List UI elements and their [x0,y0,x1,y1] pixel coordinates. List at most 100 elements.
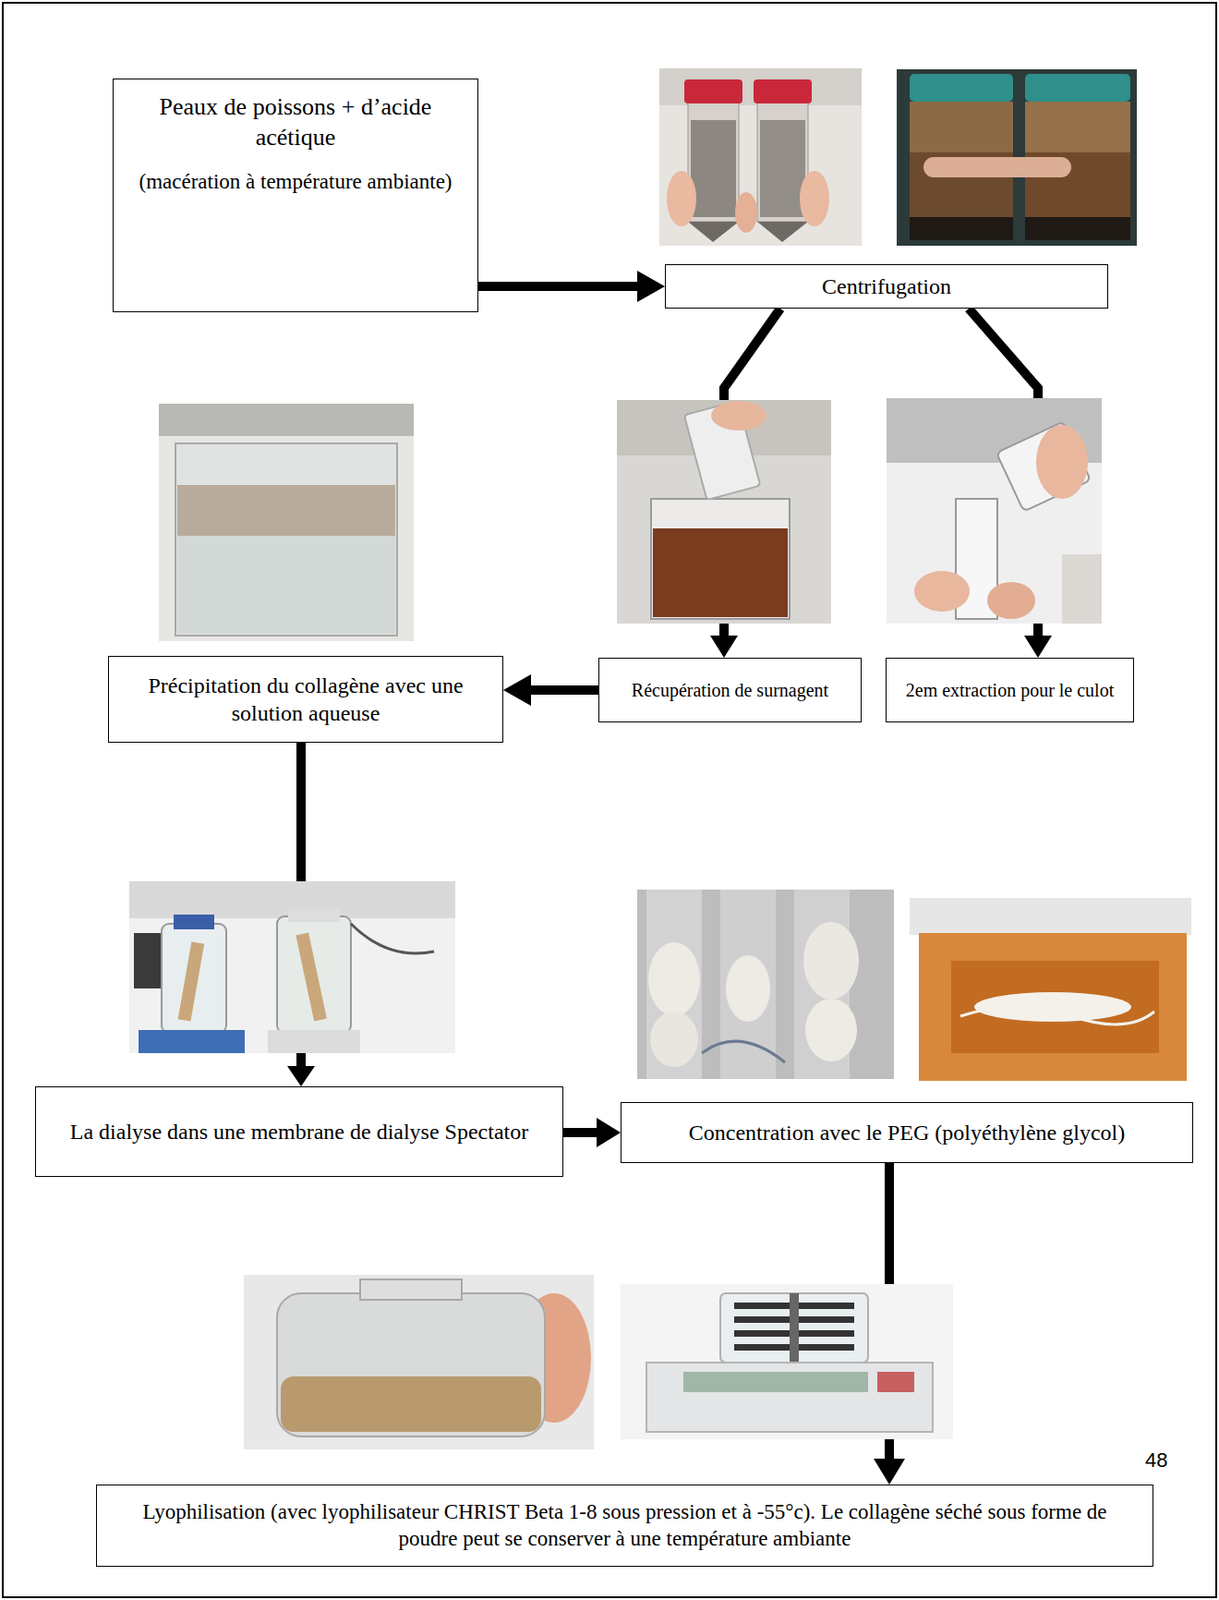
arrow-shaft [478,281,646,291]
peg-photo-part [951,960,1159,1053]
tube-photo-part [909,101,1014,153]
beaker-photo-part [651,498,790,619]
beaker-photo-part [711,400,767,431]
flow-arrow [503,674,599,706]
tube-photo-part [909,73,1014,102]
tube-photo-part [1025,217,1131,241]
arrow-head [1024,635,1052,658]
arrow-head [637,270,665,302]
beaker-photo [616,399,832,624]
concentration-photo-part [701,1040,785,1063]
dialysis-photo-part [350,923,435,954]
tube-photo-part [684,79,743,104]
tube-photo [659,68,862,246]
tube-photo-part [687,221,739,242]
powder-photo-part [243,1274,594,1449]
node-text: Concentration avec le PEG (polyéthylène … [688,1118,1126,1147]
powder-photo-part [360,1279,462,1300]
powder-photo-part [280,1375,542,1432]
arrow-head [710,635,738,658]
arrow-head [503,674,532,706]
dialysis-photo-part [277,916,351,1033]
peg-photo [909,897,1192,1084]
extraction-photo-part [1062,554,1102,624]
node-text: La dialyse dans une membrane de dialyse … [70,1117,530,1146]
node-text: Précipitation du collagène avec une solu… [120,671,492,727]
concentration-photo-part [648,941,701,1016]
tube-photo-part [659,68,862,106]
tube-photo-part [690,120,737,218]
tube-photo-part [659,68,862,246]
tube-photo-part [735,192,758,233]
concentration-photo-part [650,1011,699,1067]
freeze-dryer-photo [620,1283,954,1439]
dialysis-photo-part [288,908,340,922]
extraction-photo [886,398,1102,624]
concentration-photo-part [725,954,771,1022]
concentration-photo-part [803,921,859,1000]
dialysis-photo-part [161,923,227,1033]
process-box: 2em extraction pour le culot [885,657,1135,723]
extraction-photo-part [886,398,1102,624]
concentration-photo [637,889,894,1079]
beaker-photo-part [652,528,788,617]
freeze-dryer-photo-part [646,1362,933,1432]
peg-photo-part [909,897,1192,1084]
flow-arrow [478,270,665,302]
peg-photo-part [909,897,1192,935]
process-box: La dialyse dans une membrane de dialyse … [35,1086,564,1177]
tube-photo-part [760,120,806,218]
dialysis-photo-part [295,932,326,1022]
extraction-photo-part [987,581,1036,619]
tube-photo-part [909,217,1014,241]
beaker-photo-part [616,399,832,624]
tube-photo-part [923,156,1072,178]
dialysis-photo-part [138,1029,245,1053]
tube-photo-part [757,221,809,242]
dialysis-photo-part [133,932,162,989]
concentration-photo-part [805,998,857,1062]
tube-photo-part [753,79,812,104]
peg-photo-part [918,932,1187,1081]
tube-photo-part [1025,73,1131,102]
node-text: Centrifugation [821,272,952,301]
freeze-dryer-photo-part [877,1371,915,1392]
dialysis-photo-part [173,914,215,930]
freeze-dryer-photo-part [620,1283,954,1439]
node-text: 2em extraction pour le culot [905,678,1114,702]
page-number: 48 [1145,1448,1168,1473]
freeze-dryer-photo-part [683,1371,869,1392]
arrow-head [287,1065,315,1087]
precipitation-photo [158,403,414,641]
precipitation-photo-part [158,403,414,436]
powder-photo-part [277,1292,545,1437]
tube-photo-part [799,170,830,227]
extraction-photo-part [1036,424,1088,499]
powder-photo [243,1274,594,1449]
tube-photo-part [896,69,1137,246]
extraction-photo-part [996,421,1091,511]
extraction-photo-part [914,570,970,612]
dialysis-photo [129,881,456,1053]
tube-photo-part [1025,101,1131,153]
arrow-head [596,1117,621,1147]
precipitation-photo-part [177,484,396,536]
precipitation-photo-part [175,443,398,636]
concentration-photo-part [637,889,894,1079]
concentration-photo-part [646,889,702,1079]
process-box: Concentration avec le PEG (polyéthylène … [620,1101,1194,1163]
freeze-dryer-photo-part [789,1292,799,1363]
freeze-dryer-photo-part [720,1292,869,1363]
input-box: Peaux de poissons + d’acide acétique(mac… [112,78,479,313]
process-box: Récupération de surnagent [598,657,862,723]
node-text: Lyophilisation (avec lyophilisateur CHRI… [111,1498,1138,1553]
tube-photo-part [666,170,697,227]
output-box: Lyophilisation (avec lyophilisateur CHRI… [96,1484,1154,1567]
dialysis-photo-part [267,1029,361,1053]
node-text: Récupération de surnagent [631,678,829,702]
flow-arrow [563,1117,621,1147]
arrow-head [873,1458,906,1485]
process-box: Centrifugation [664,264,1109,309]
precipitation-photo-part [177,535,396,634]
